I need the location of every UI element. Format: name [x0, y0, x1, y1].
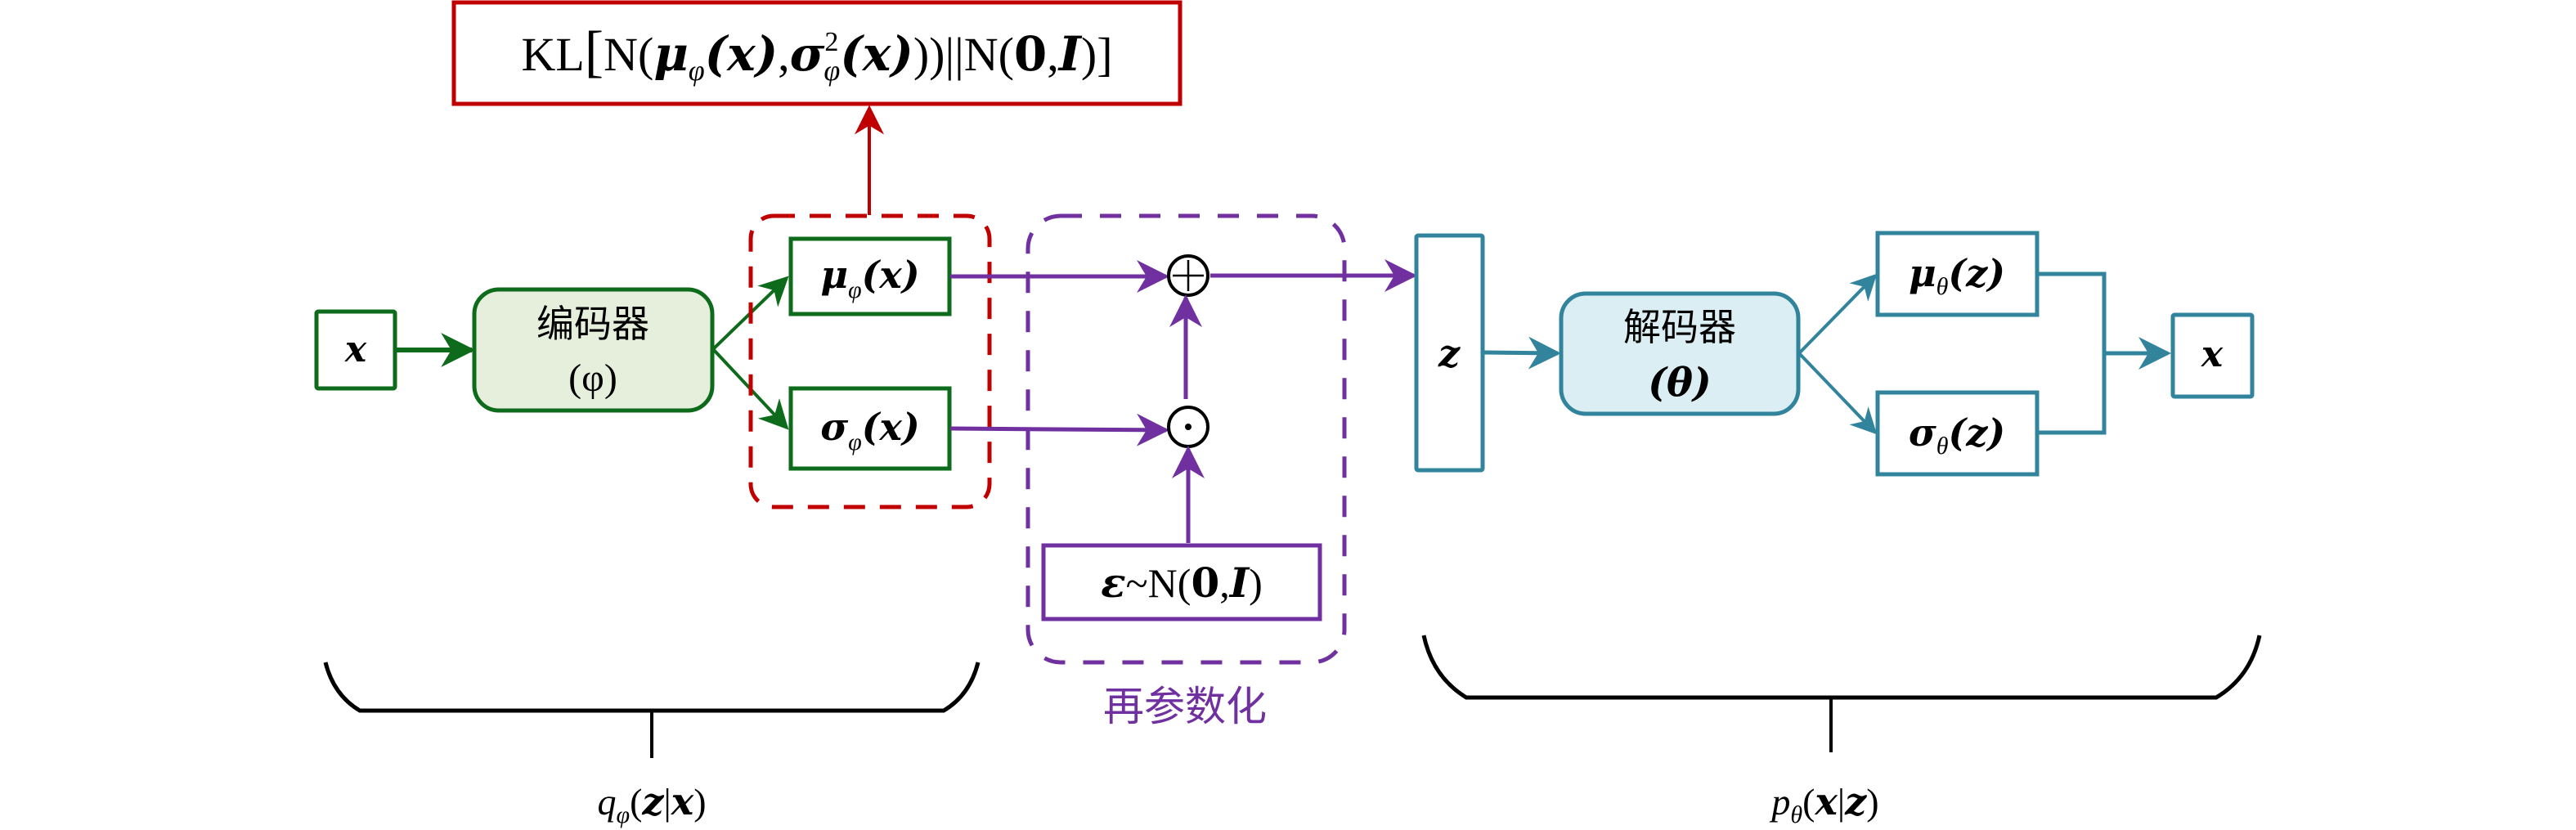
kl-sigma: σ [790, 26, 825, 82]
sigma-to-dot-arrow [949, 413, 1169, 446]
decoder-to-sigma-arrow [1797, 352, 1878, 435]
kl-box-frame [451, 0, 1183, 106]
kl-sigma-sup: 2 [824, 27, 838, 57]
decoder-label: 解码器 [1623, 305, 1736, 349]
hadamard-operator [1167, 406, 1209, 448]
encoder-label: 编码器 [536, 302, 649, 346]
z-to-decoder-arrow [1483, 336, 1561, 370]
kl-separator: || [945, 28, 963, 81]
merge-connector [2038, 271, 2107, 435]
kl-lparen: ( [638, 28, 653, 81]
latent-z-label: z [1438, 331, 1461, 375]
kl-close-1: )) [913, 28, 945, 81]
sigma-theta-label: σθ(z) [1909, 411, 2005, 460]
kl-zero: 0 [1014, 26, 1047, 82]
mu-phi-label: μφ(x) [820, 253, 919, 303]
kl-comma: , [778, 28, 790, 81]
encoder-distribution-label: qφ(z|x) [597, 779, 706, 828]
encoder-param: (φ) [568, 357, 617, 400]
sigma-phi-label: σφ(x) [820, 405, 920, 455]
kl-mu-sub: φ [689, 54, 705, 87]
reparam-dashed-group [1025, 213, 1347, 665]
kl-close-bracket: )] [1081, 28, 1113, 81]
reparam-label: 再参数化 [1103, 683, 1267, 730]
mu-phi-box [788, 236, 952, 316]
kl-identity: I [1057, 26, 1083, 82]
kl-normal-1: N [604, 28, 638, 81]
decoder-param: (θ) [1648, 360, 1711, 406]
mu-theta-box [1875, 231, 2040, 317]
latent-z-box [1414, 233, 1485, 473]
decoder-to-mu-arrow [1797, 273, 1878, 355]
kl-sigma-arg: (x) [840, 26, 913, 82]
input-x-label: x [344, 329, 367, 370]
kl-normal-2: N [964, 28, 999, 81]
encoder-brace [323, 662, 981, 713]
kl-lparen-2: ( [999, 28, 1014, 81]
plus-operator [1167, 254, 1209, 297]
kl-comma-2: , [1047, 28, 1059, 81]
kl-open-bracket: [ [585, 20, 604, 83]
noise-box [1041, 543, 1322, 621]
kl-mu-arg: (x) [705, 26, 778, 82]
sigma-phi-box [788, 386, 952, 471]
output-x-box [2170, 312, 2255, 399]
input-x-box [314, 309, 397, 391]
output-x-label: x [2201, 334, 2224, 375]
kl-prefix: KL [521, 28, 584, 81]
decoder-box [1559, 291, 1801, 416]
mu-theta-label: μθ(z) [1909, 251, 2005, 300]
noise-label: ε~N(0,I) [1101, 559, 1263, 607]
decoder-brace [1421, 635, 2262, 700]
kl-sigma-sub: φ [824, 54, 840, 87]
decoder-distribution-label: pθ(x|z) [1769, 779, 1878, 828]
sigma-theta-box [1875, 390, 2040, 477]
kl-mu: μ [653, 26, 688, 82]
